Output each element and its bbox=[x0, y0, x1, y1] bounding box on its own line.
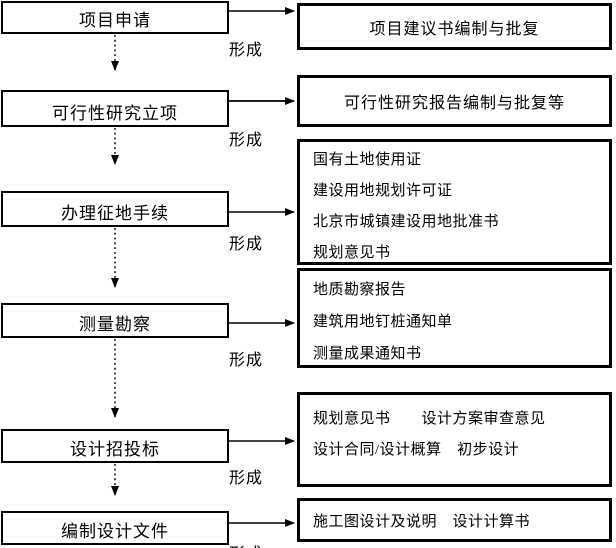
forms-label-4: 形成 bbox=[229, 352, 264, 369]
output-line: 设计合同/设计概算 初步设计 bbox=[313, 442, 520, 458]
step-label: 编制设计文件 bbox=[61, 522, 169, 541]
output-line: 可行性研究报告编制与批复等 bbox=[343, 95, 565, 112]
output-box-feasibility-report: 可行性研究报告编制与批复等 bbox=[297, 75, 612, 127]
output-line: 建筑用地钉桩通知单 bbox=[313, 314, 453, 330]
step-box-survey: 测量勘察 bbox=[1, 303, 229, 338]
forms-label-2: 形成 bbox=[229, 132, 264, 149]
output-line: 测量成果通知书 bbox=[313, 346, 422, 362]
forms-label-1: 形成 bbox=[229, 42, 264, 59]
step-box-design-documents: 编制设计文件 bbox=[1, 511, 229, 545]
step-label: 项目申请 bbox=[79, 11, 151, 30]
step-label: 设计招投标 bbox=[70, 440, 160, 459]
output-line: 国有土地使用证 bbox=[313, 152, 422, 168]
output-box-land-certificates: 国有土地使用证 建设用地规划许可证 北京市城镇建设用地批准书 规划意见书 bbox=[297, 139, 612, 265]
output-line: 建设用地规划许可证 bbox=[313, 183, 453, 199]
output-box-construction-drawings: 施工图设计及说明 设计计算书 bbox=[297, 498, 612, 542]
step-box-feasibility-study: 可行性研究立项 bbox=[1, 90, 229, 127]
forms-label-6: 形成 bbox=[229, 540, 275, 548]
output-line: 北京市城镇建设用地批准书 bbox=[313, 214, 500, 230]
output-line: 规划意见书 设计方案审查意见 bbox=[313, 411, 546, 427]
output-line: 地质勘察报告 bbox=[313, 282, 407, 298]
forms-label-5: 形成 bbox=[229, 470, 264, 487]
output-line: 施工图设计及说明 设计计算书 bbox=[313, 513, 531, 530]
forms-label-3: 形成 bbox=[229, 236, 264, 253]
output-box-survey-reports: 地质勘察报告 建筑用地钉桩通知单 测量成果通知书 bbox=[297, 268, 612, 368]
step-box-land-acquisition: 办理征地手续 bbox=[1, 191, 229, 227]
output-box-project-proposal: 项目建议书编制与批复 bbox=[297, 3, 612, 50]
step-box-project-application: 项目申请 bbox=[1, 1, 229, 34]
step-label: 可行性研究立项 bbox=[52, 104, 178, 123]
output-line: 项目建议书编制与批复 bbox=[369, 20, 540, 38]
step-box-design-bidding: 设计招投标 bbox=[1, 429, 229, 463]
step-label: 测量勘察 bbox=[79, 315, 151, 334]
output-line: 规划意见书 bbox=[313, 245, 391, 261]
output-box-design-documents-1: 规划意见书 设计方案审查意见 设计合同/设计概算 初步设计 bbox=[297, 392, 612, 487]
step-label: 办理征地手续 bbox=[61, 204, 169, 223]
